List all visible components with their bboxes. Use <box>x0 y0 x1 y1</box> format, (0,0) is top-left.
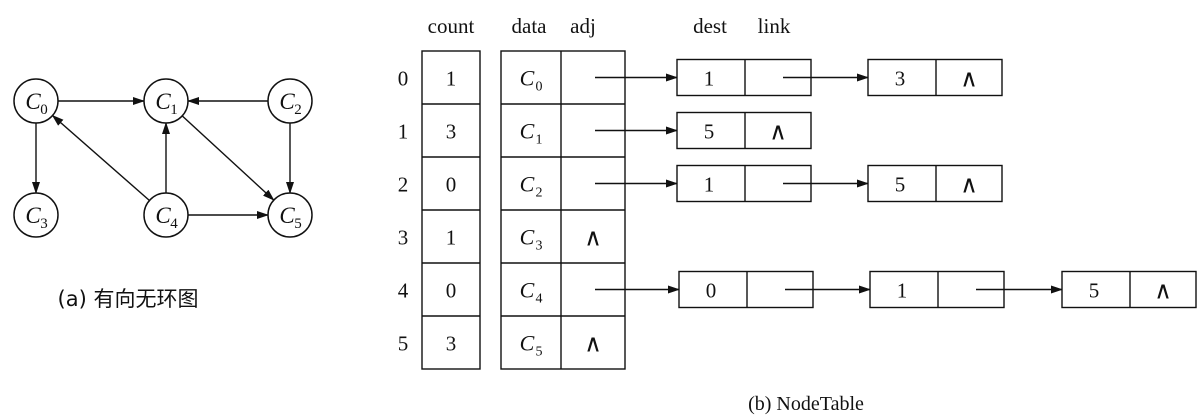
graph-caption: (a) 有向无环图 <box>58 287 199 311</box>
count-cell: 0 <box>446 279 457 303</box>
dest-value: 3 <box>895 67 906 91</box>
header-count: count <box>428 14 475 38</box>
node-label-subscript: 0 <box>40 102 48 118</box>
data-cell-subscript: 1 <box>536 133 543 148</box>
link-null-symbol: ∧ <box>960 67 978 93</box>
adj-null-symbol: ∧ <box>584 332 602 358</box>
node-label: C <box>279 89 295 114</box>
adj-null-symbol: ∧ <box>584 226 602 252</box>
data-cell: C <box>520 66 535 91</box>
row-index: 1 <box>398 120 409 144</box>
node-label: C <box>25 89 41 114</box>
row-index: 5 <box>398 332 409 356</box>
list-node-box <box>867 58 1003 97</box>
header-link: link <box>758 14 791 38</box>
dest-value: 1 <box>897 279 908 303</box>
data-cell-subscript: 0 <box>536 80 543 95</box>
node-label-subscript: 5 <box>294 216 302 232</box>
list-node-box <box>867 164 1003 203</box>
adj-list-node: 5∧ <box>1061 270 1197 309</box>
row-index: 2 <box>398 173 409 197</box>
row-index: 3 <box>398 226 409 250</box>
header-data: data <box>512 14 548 38</box>
dest-value: 0 <box>706 279 717 303</box>
node-label: C <box>155 89 171 114</box>
adj-list-node: 3∧ <box>867 58 1003 97</box>
node-label-subscript: 2 <box>294 102 302 118</box>
node-circle <box>143 192 189 238</box>
data-cell: C <box>520 225 535 250</box>
table-caption: (b) NodeTable <box>748 393 864 415</box>
node-label: C <box>279 203 295 228</box>
node-label: C <box>155 203 171 228</box>
row-index: 0 <box>398 67 409 91</box>
dest-value: 5 <box>895 173 906 197</box>
data-cell: C <box>520 331 535 356</box>
count-cell: 1 <box>446 67 457 91</box>
node-circle <box>13 78 59 124</box>
node-label: C <box>25 203 41 228</box>
data-cell: C <box>520 172 535 197</box>
header-adj: adj <box>570 14 596 38</box>
dest-value: 1 <box>704 173 715 197</box>
row-index: 4 <box>398 279 409 303</box>
link-null-symbol: ∧ <box>769 120 787 146</box>
count-cell: 3 <box>446 120 457 144</box>
node-label-subscript: 3 <box>40 216 48 232</box>
count-cell: 3 <box>446 332 457 356</box>
adj-list-node: 1 <box>676 164 812 203</box>
list-node-box <box>1061 270 1197 309</box>
adj-list-node: 5∧ <box>676 111 812 150</box>
node-circle <box>13 192 59 238</box>
dest-value: 1 <box>704 67 715 91</box>
link-null-symbol: ∧ <box>960 173 978 199</box>
data-cell-subscript: 2 <box>536 186 543 201</box>
list-node-box <box>676 111 812 150</box>
count-cell: 0 <box>446 173 457 197</box>
link-null-symbol: ∧ <box>1154 279 1172 305</box>
graph-edge-C4-C0 <box>51 114 150 202</box>
node-label-subscript: 1 <box>170 102 178 118</box>
node-circle <box>143 78 189 124</box>
dest-value: 5 <box>704 120 715 144</box>
header-dest: dest <box>693 14 727 38</box>
dest-value: 5 <box>1089 279 1100 303</box>
data-cell-subscript: 4 <box>536 292 543 307</box>
node-circle <box>267 192 313 238</box>
data-cell: C <box>520 119 535 144</box>
adj-list-node: 5∧ <box>867 164 1003 203</box>
count-cell: 1 <box>446 226 457 250</box>
table-headers: count data adj dest link <box>428 14 791 38</box>
node-label-subscript: 4 <box>170 216 178 232</box>
data-cell: C <box>520 278 535 303</box>
data-cell-subscript: 5 <box>536 345 543 360</box>
graph-edge-C1-C5 <box>181 115 275 201</box>
data-cell-subscript: 3 <box>536 239 543 254</box>
node-circle <box>267 78 313 124</box>
